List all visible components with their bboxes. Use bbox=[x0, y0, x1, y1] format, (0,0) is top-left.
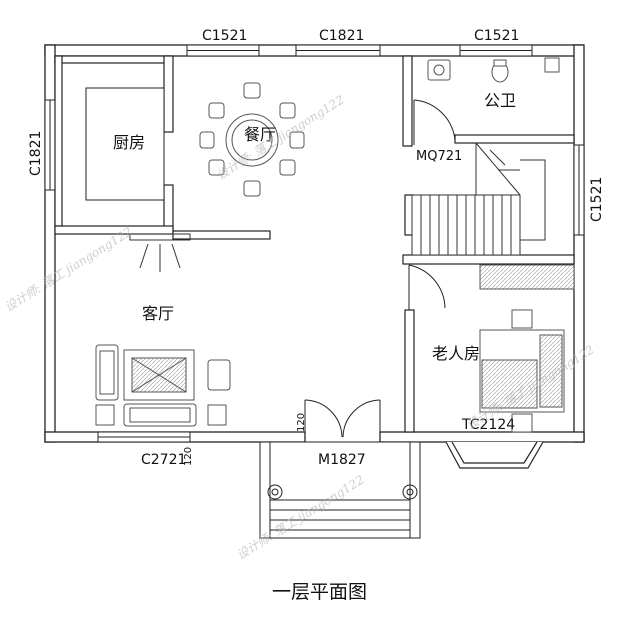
dimension-label-b: 120 bbox=[296, 413, 307, 432]
windows bbox=[44, 44, 585, 443]
bay-window bbox=[445, 441, 544, 469]
dimension-label-a: 120 bbox=[183, 447, 194, 466]
window-label-bottom-right: TC2124 bbox=[461, 417, 515, 433]
window-label-top-left: C1521 bbox=[202, 28, 247, 44]
window-label-bottom-left: C2721 bbox=[141, 452, 186, 468]
dining-label: 餐厅 bbox=[244, 125, 276, 144]
bedroom-door bbox=[408, 264, 446, 310]
bath-door bbox=[413, 99, 456, 145]
window-labels: C1521 C1821 C1521 C1821 C1521 C2721 TC21… bbox=[28, 28, 605, 468]
window-label-top-mid: C1821 bbox=[319, 28, 364, 44]
plan-caption: 一层平面图 bbox=[272, 581, 367, 603]
bed bbox=[479, 309, 565, 433]
tv-unit bbox=[129, 233, 191, 272]
elder-bedroom-label: 老人房 bbox=[432, 344, 480, 363]
window-label-top-right: C1521 bbox=[474, 28, 519, 44]
kitchen-counter bbox=[85, 87, 165, 201]
entrance-porch bbox=[259, 441, 421, 539]
dining-table-set bbox=[199, 82, 305, 197]
bathroom-fixtures bbox=[427, 57, 560, 83]
staircase bbox=[411, 142, 546, 256]
wardrobe bbox=[479, 264, 575, 290]
kitchen-label: 厨房 bbox=[113, 133, 145, 152]
window-label-right: C1521 bbox=[589, 177, 605, 222]
sofa-set bbox=[95, 344, 231, 427]
watermark-text: 设计师: 落工 jiangong122 bbox=[2, 225, 134, 315]
window-label-left: C1821 bbox=[28, 131, 44, 176]
kitchen: 厨房 bbox=[85, 87, 165, 201]
main-door bbox=[304, 399, 381, 438]
bathroom-label: 公卫 bbox=[484, 91, 516, 110]
living-label: 客厅 bbox=[142, 304, 174, 323]
door-label-bath: MQ721 bbox=[416, 149, 462, 164]
door-label-main: M1827 bbox=[318, 452, 366, 468]
